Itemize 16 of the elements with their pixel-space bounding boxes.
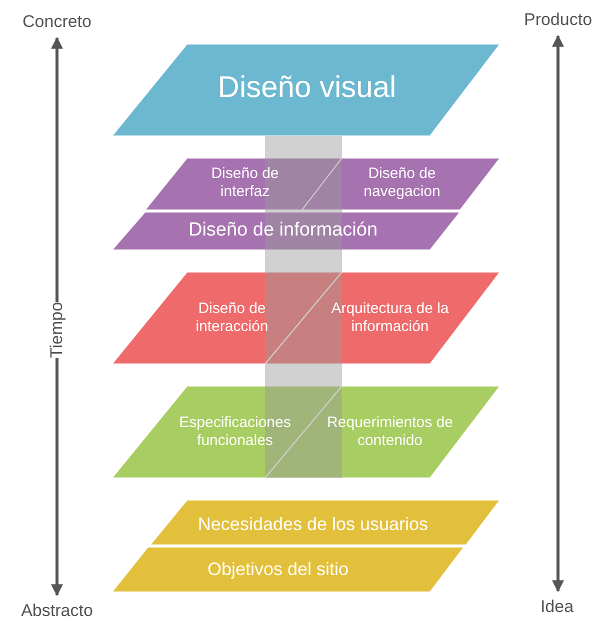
layer-label: Objetivos del sitio <box>206 559 350 581</box>
layer-label: Necesidades de los usuarios <box>196 514 430 536</box>
layer-label: Diseño visual <box>216 70 398 106</box>
axis-end-label: Concreto <box>22 12 92 32</box>
double-arrow <box>552 34 564 592</box>
axis-end-label: Idea <box>540 597 574 617</box>
layer-label: Diseño de navegacion <box>362 165 442 201</box>
layer-label: Especificaciones funcionales <box>178 414 292 450</box>
layer-label: Requerimientos de contenido <box>326 414 454 450</box>
axis-end-label: Abstracto <box>21 601 93 621</box>
layer-label: Diseño de información <box>187 220 379 242</box>
layer-label: Arquitectura de la información <box>330 300 450 336</box>
layer-label: Diseño de interfaz <box>210 165 280 201</box>
double-arrow <box>51 36 63 596</box>
axis-end-label: Producto <box>524 10 592 30</box>
layer-label: Diseño de interacción <box>194 300 270 336</box>
